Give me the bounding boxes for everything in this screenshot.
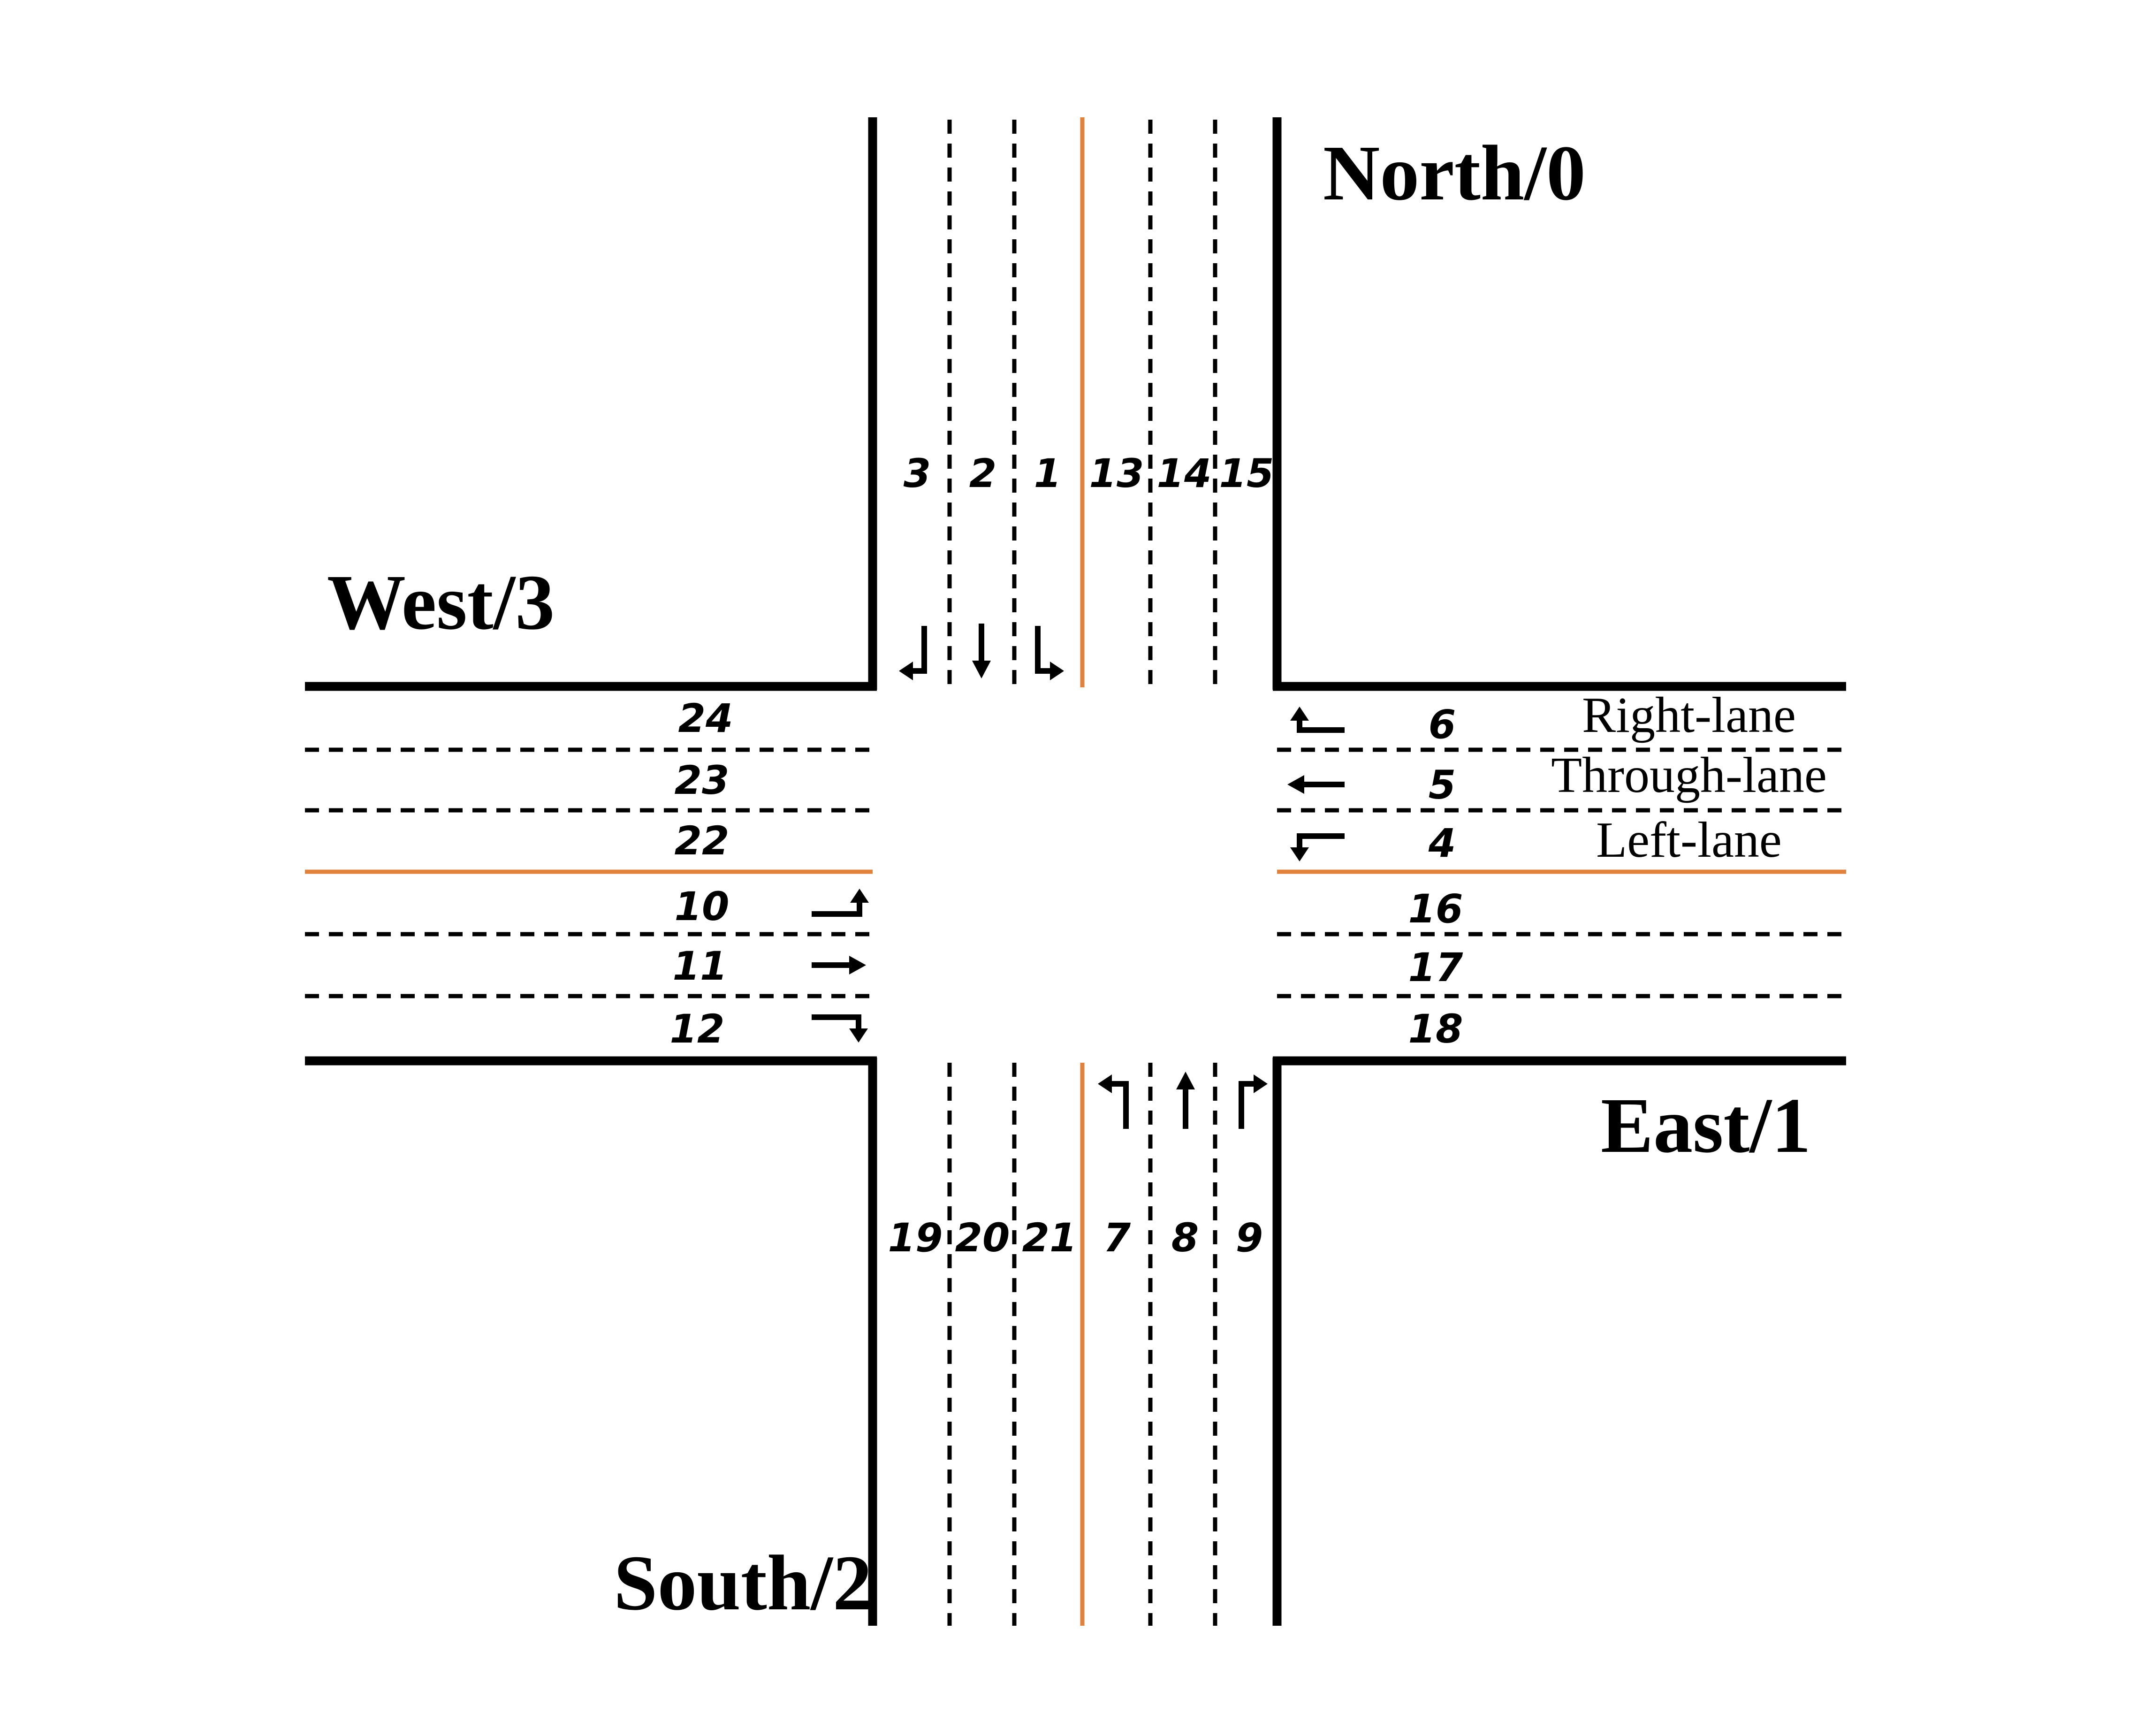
lane-number: 7 <box>1103 1215 1131 1261</box>
lane-number: 12 <box>670 1006 725 1052</box>
lane-number: 2 <box>969 450 996 496</box>
lane-number: 6 <box>1429 701 1456 747</box>
lane-number: 24 <box>678 695 733 741</box>
right-lane-label: Right-lane <box>1582 687 1796 743</box>
lane-number: 19 <box>888 1215 943 1261</box>
south-approach-label: South/2 <box>614 1539 872 1627</box>
lane-number: 14 <box>1157 450 1212 496</box>
lane-number: 21 <box>1022 1215 1077 1261</box>
west-approach-label: West/3 <box>327 559 555 646</box>
left-turn-icon <box>1098 1074 1129 1129</box>
lane-number: 8 <box>1171 1215 1199 1261</box>
center-lines <box>305 117 1846 1626</box>
east-approach-label: East/1 <box>1601 1082 1811 1169</box>
road-edges <box>305 117 1846 1626</box>
left-lane-label: Left-lane <box>1596 812 1782 868</box>
through-icon <box>1287 775 1345 794</box>
right-turn-icon <box>1290 707 1345 733</box>
north-approach-label: North/0 <box>1323 129 1586 217</box>
lane-number: 1 <box>1034 450 1061 496</box>
left-turn-icon <box>812 889 869 917</box>
lane-number: 16 <box>1408 886 1463 932</box>
lane-number: 10 <box>675 883 730 929</box>
lane-number: 20 <box>955 1215 1010 1261</box>
lane-number: 4 <box>1428 820 1456 866</box>
lane-number: 18 <box>1408 1006 1463 1052</box>
through-icon <box>812 956 866 975</box>
lane-numbers: 3 2 1 13 14 15 6 5 4 16 17 18 7 8 9 19 2… <box>670 450 1463 1261</box>
lane-number: 11 <box>673 943 728 989</box>
lane-number: 3 <box>904 450 931 496</box>
right-turn-icon <box>899 626 927 680</box>
turn-arrows <box>812 624 1345 1129</box>
lane-number: 17 <box>1408 944 1463 990</box>
left-turn-icon <box>1290 833 1345 861</box>
lane-number: 13 <box>1089 450 1144 496</box>
right-turn-icon <box>812 1014 868 1043</box>
lane-number: 5 <box>1429 762 1456 808</box>
through-lane-label: Through-lane <box>1551 747 1827 803</box>
right-turn-icon <box>1239 1074 1268 1129</box>
left-turn-icon <box>1035 626 1064 680</box>
through-icon <box>972 624 991 678</box>
lane-number: 23 <box>675 757 730 803</box>
through-icon <box>1176 1072 1195 1129</box>
approach-labels: North/0 West/3 East/1 South/2 <box>327 129 1811 1627</box>
lane-legend: Right-lane Through-lane Left-lane <box>1551 687 1827 868</box>
lane-number: 9 <box>1236 1215 1263 1261</box>
lane-number: 15 <box>1219 450 1274 496</box>
lane-number: 22 <box>675 818 730 864</box>
